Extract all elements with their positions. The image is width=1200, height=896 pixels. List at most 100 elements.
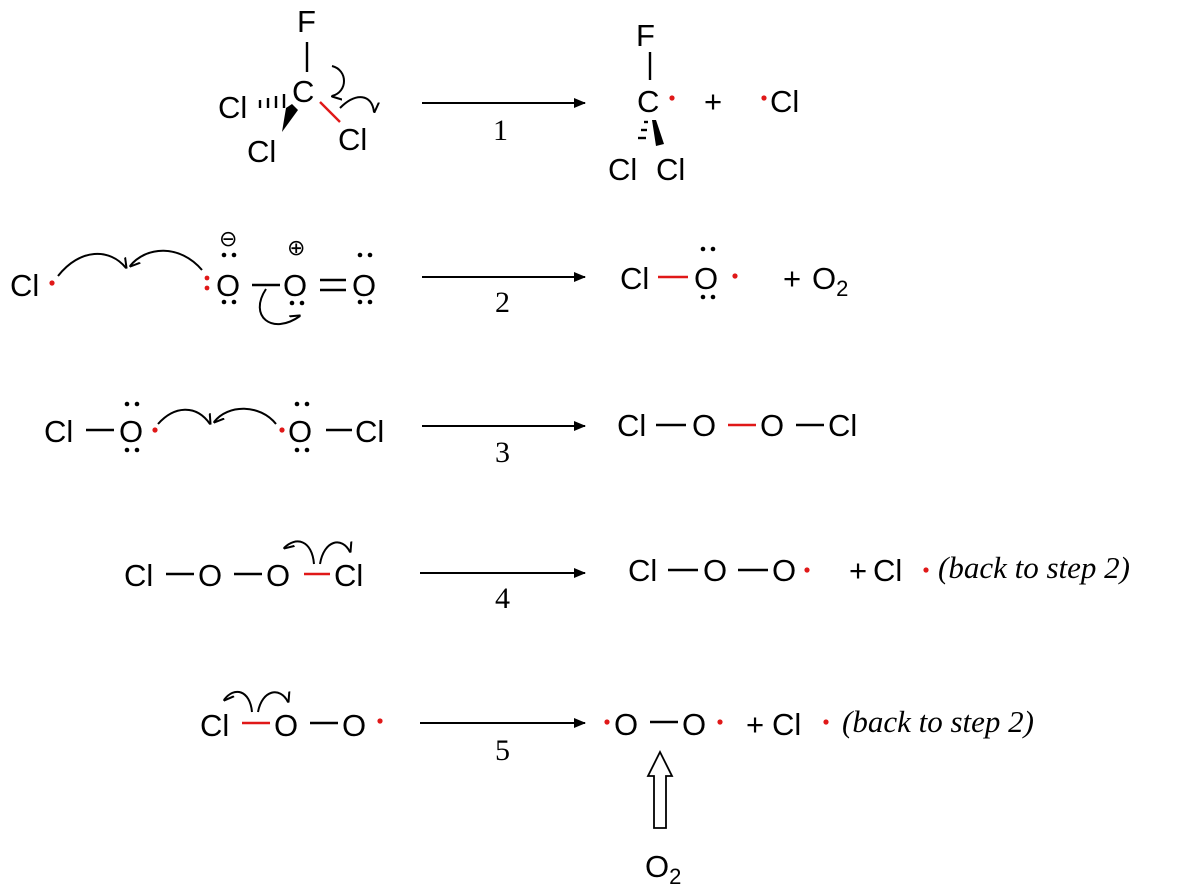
curved-electron-arrow-icon (214, 407, 277, 425)
radical-electron (377, 718, 383, 724)
plus-sign: + (746, 707, 764, 742)
reactant-cloo-radical: Cl O O (200, 690, 383, 743)
product-clo-radical: Cl O (620, 246, 738, 300)
plus-sign: + (849, 553, 867, 588)
step-5: Cl O O 5 O O + Cl (back to step 2) O2 (200, 690, 1034, 889)
step-3: Cl O O Cl 3 Cl O O Cl (44, 401, 857, 469)
reactant-cl2o2: Cl O O Cl (124, 540, 363, 593)
atom-cl: Cl (608, 152, 637, 187)
product-cl2o2: Cl O O Cl (617, 408, 857, 443)
atom-cl: Cl (124, 558, 153, 593)
atom-c: C (637, 84, 659, 119)
atom-o: O (266, 558, 290, 593)
wedge-bond (282, 104, 298, 132)
atom-o: O (119, 414, 143, 449)
atom-cl: Cl (200, 708, 229, 743)
wedge-bond (652, 120, 664, 146)
curved-electron-arrow-icon (284, 540, 315, 565)
atom-cl: Cl (628, 553, 657, 588)
atom-f: F (297, 4, 316, 39)
reactant-cfcl3: F C Cl Cl Cl (218, 4, 374, 169)
curved-electron-arrow-icon (258, 288, 300, 326)
oxygen-molecule: O2 (645, 849, 681, 889)
plus-sign: + (704, 84, 722, 119)
atom-cl-left: Cl (218, 90, 247, 125)
atom-o: O (772, 553, 796, 588)
hashed-bond (258, 94, 286, 108)
reactant-clo-radical-right: O Cl (279, 401, 384, 453)
atom-cl: Cl (355, 414, 384, 449)
step-number: 5 (495, 734, 510, 767)
atom-cl-bottom: Cl (247, 134, 276, 169)
step-number: 2 (495, 286, 510, 319)
positive-charge: ⊕ (287, 235, 305, 260)
curved-electron-arrow-icon (57, 253, 126, 277)
atom-o: O (760, 408, 784, 443)
atom-o: O (692, 408, 716, 443)
atom-o: O (614, 707, 638, 742)
curved-electron-arrow-icon (339, 96, 374, 112)
atom-o: O (274, 708, 298, 743)
atom-cl-right: Cl (338, 122, 367, 157)
cycle-note: (back to step 2) (842, 704, 1034, 739)
atom-o: O (198, 558, 222, 593)
atom-cl: Cl (620, 261, 649, 296)
product-o2-diradical: O O (604, 707, 723, 742)
atom-cl-radical: Cl (770, 84, 799, 119)
oxygen-molecule: O2 (812, 261, 848, 301)
breaking-bond-c-cl (319, 101, 341, 123)
radical-electron (823, 719, 829, 725)
curved-electron-arrow-icon (224, 690, 253, 713)
reactant-clo-radical-left: Cl O (44, 401, 158, 453)
negative-charge: ⊖ (219, 226, 237, 251)
hollow-up-arrow-icon (646, 749, 674, 829)
step-1: F C Cl Cl Cl 1 F C (218, 4, 799, 187)
atom-cl: Cl (617, 408, 646, 443)
curved-electron-arrow-icon (319, 542, 350, 565)
atom-cl: Cl (44, 414, 73, 449)
radical-electron (804, 567, 810, 573)
atom-o: O (694, 261, 718, 296)
atom-cl-radical: Cl (10, 268, 39, 303)
radical-electron (49, 280, 55, 286)
lone-pair-electron (204, 285, 210, 291)
atom-o: O (703, 553, 727, 588)
ozone: ⊖ O ⊕ O O (204, 226, 376, 326)
atom-cl: Cl (334, 558, 363, 593)
atom-o: O (342, 708, 366, 743)
radical-electron (923, 567, 929, 573)
cycle-note: (back to step 2) (938, 550, 1130, 585)
lone-pair-electron (204, 275, 210, 281)
radical-electron (761, 95, 767, 101)
curved-electron-arrow-icon (257, 692, 288, 713)
radical-electron (717, 719, 723, 725)
curved-electron-arrow-icon (332, 65, 345, 96)
radical-electron (669, 95, 675, 101)
plus-sign: + (783, 261, 801, 296)
curved-electron-arrow-icon (130, 249, 203, 271)
atom-o: O (283, 268, 307, 303)
product-ccl2f-radical: F C Cl Cl (608, 18, 685, 187)
step-4: Cl O O Cl 4 Cl O O + Cl (back to step 2) (124, 540, 1130, 615)
step-number: 3 (495, 436, 510, 469)
atom-cl: Cl (656, 152, 685, 187)
step-number: 4 (495, 582, 510, 615)
atom-f: F (636, 18, 655, 53)
radical-electron (279, 427, 285, 433)
radical-electron (732, 273, 738, 279)
atom-c: C (292, 74, 314, 109)
step-number: 1 (493, 114, 508, 147)
step-2: Cl ⊖ O ⊕ O O 2 Cl O (10, 226, 848, 326)
atom-cl: Cl (828, 408, 857, 443)
atom-cl-radical: Cl (772, 707, 801, 742)
radical-electron (604, 719, 610, 725)
atom-o: O (352, 268, 376, 303)
atom-cl-radical: Cl (873, 553, 902, 588)
atom-o: O (682, 707, 706, 742)
atom-o: O (216, 268, 240, 303)
atom-o: O (288, 414, 312, 449)
radical-electron (152, 427, 158, 433)
curved-electron-arrow-icon (157, 408, 210, 424)
product-cloo-radical: Cl O O (628, 553, 810, 588)
